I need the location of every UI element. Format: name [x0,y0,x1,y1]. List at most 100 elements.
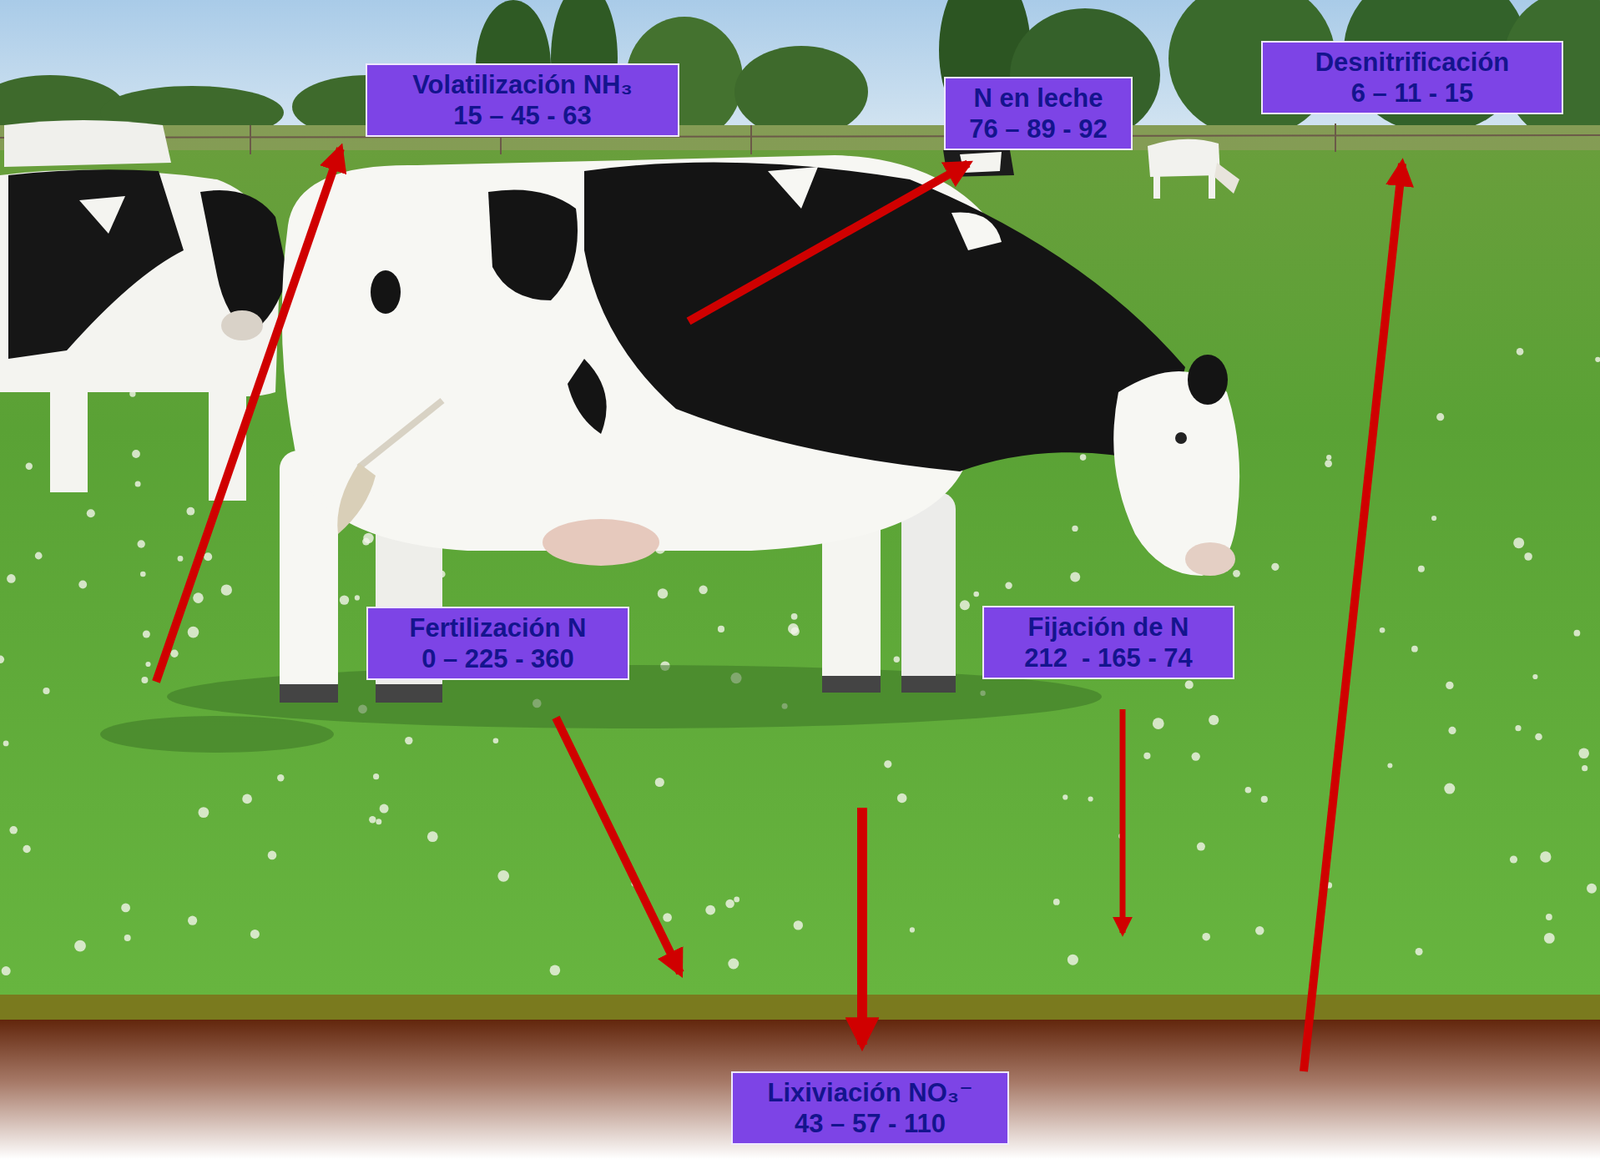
clover-flower [9,826,18,835]
clover-flower [791,613,798,621]
clover-flower [1004,582,1012,590]
flux-arrow [1303,163,1403,1072]
cow-tail-tuft [337,463,376,535]
box-title: Lixiviación NO₃⁻ [744,1077,996,1109]
clover-flower [897,793,908,804]
clover-flower [1143,752,1151,760]
clover-flower [1411,646,1419,653]
clover-flower [1436,413,1444,421]
clover-flower [1513,537,1525,549]
cow-patch [79,196,126,234]
clover-flower [705,905,716,916]
clover-flower [35,552,43,561]
label-box: Lixiviación NO₃⁻43 – 57 - 110 [731,1071,1010,1146]
clover-flower [373,773,379,780]
cow-leg [901,492,956,693]
clover-flower [177,555,184,562]
fence-post [1334,123,1337,152]
clover-flower [187,626,200,639]
clover-flower [1544,933,1555,944]
clover-flower [497,870,510,883]
clover-flower [78,580,87,590]
clover-flower [698,585,707,595]
cow-patch [767,166,818,209]
clover-flower [1062,794,1068,800]
clover-flower [22,845,31,853]
clover-flower [893,656,900,663]
cow-hoof [375,684,443,703]
cow-hoof [822,676,881,693]
fence-post [750,125,753,155]
clover-flower [1443,783,1455,795]
clover-flower [1545,913,1553,921]
clover-flower [1539,851,1551,863]
clover-flower [140,571,147,578]
clover-flower [1255,926,1264,935]
clover-flower [1261,796,1268,803]
clover-flower [1516,348,1525,356]
clover-flower [909,927,915,933]
clover-flower [404,736,413,745]
clover-flower [250,929,260,939]
clover-flower [1532,674,1538,680]
clover-flower [717,625,725,633]
clover-flower [242,794,253,805]
clover-flower [267,851,278,861]
cow-patch [488,190,578,302]
clover-flower [25,463,33,470]
cow-body [4,120,172,167]
clover-flower [1514,725,1521,732]
label-box: Desnitrificación6 – 11 - 15 [1261,40,1564,115]
clover-flower [354,595,360,601]
cow-ear [1187,354,1228,405]
clover-flower [339,595,349,605]
clover-flower [3,741,10,748]
clover-flower [1232,570,1241,578]
clover-flower [1415,948,1424,956]
cow-hoof [901,676,956,693]
clover-flower [124,934,132,942]
clover-flower [883,760,892,768]
clover-flower [86,509,96,518]
clover-flower [74,940,86,953]
cow-muzzle [1185,542,1236,576]
clover-flower [791,627,800,636]
cow-hoof [279,684,339,703]
clover-flower [131,449,141,459]
clover-flower [550,965,561,977]
clover-flower [1245,787,1252,794]
clover-flower [135,481,142,488]
clover-flower [493,738,500,745]
clover-flower [1586,883,1597,894]
clover-flower [662,913,672,923]
flux-arrow [857,807,868,1045]
box-values: 6 – 11 - 15 [1274,77,1550,109]
clover-flower [1387,762,1393,768]
clover-flower [1053,898,1060,906]
label-box: Volatilización NH₃15 – 45 - 63 [365,63,680,137]
clover-flower [186,507,196,516]
far-field [0,125,1600,151]
cow-udder [542,519,660,566]
clover-flower [1534,733,1543,742]
clover-flower [1509,855,1518,864]
flux-arrows [156,148,1403,1072]
clover-flower [1594,357,1600,363]
box-values: 15 – 45 - 63 [378,100,667,132]
box-title: Fertilización N [379,612,616,644]
cow-head [1214,162,1240,194]
tree [734,45,869,138]
clover-flower [1271,563,1279,571]
cow-eye [1175,432,1187,445]
clover-flower [427,831,439,843]
background-cow [4,120,172,167]
clover-flower [1379,627,1386,634]
clover-flower [1201,933,1211,942]
clover-flower [203,552,212,561]
clover-flower [1067,954,1079,966]
clover-flower [1448,726,1456,735]
flux-arrow [1120,709,1126,934]
flux-arrow [688,163,969,322]
